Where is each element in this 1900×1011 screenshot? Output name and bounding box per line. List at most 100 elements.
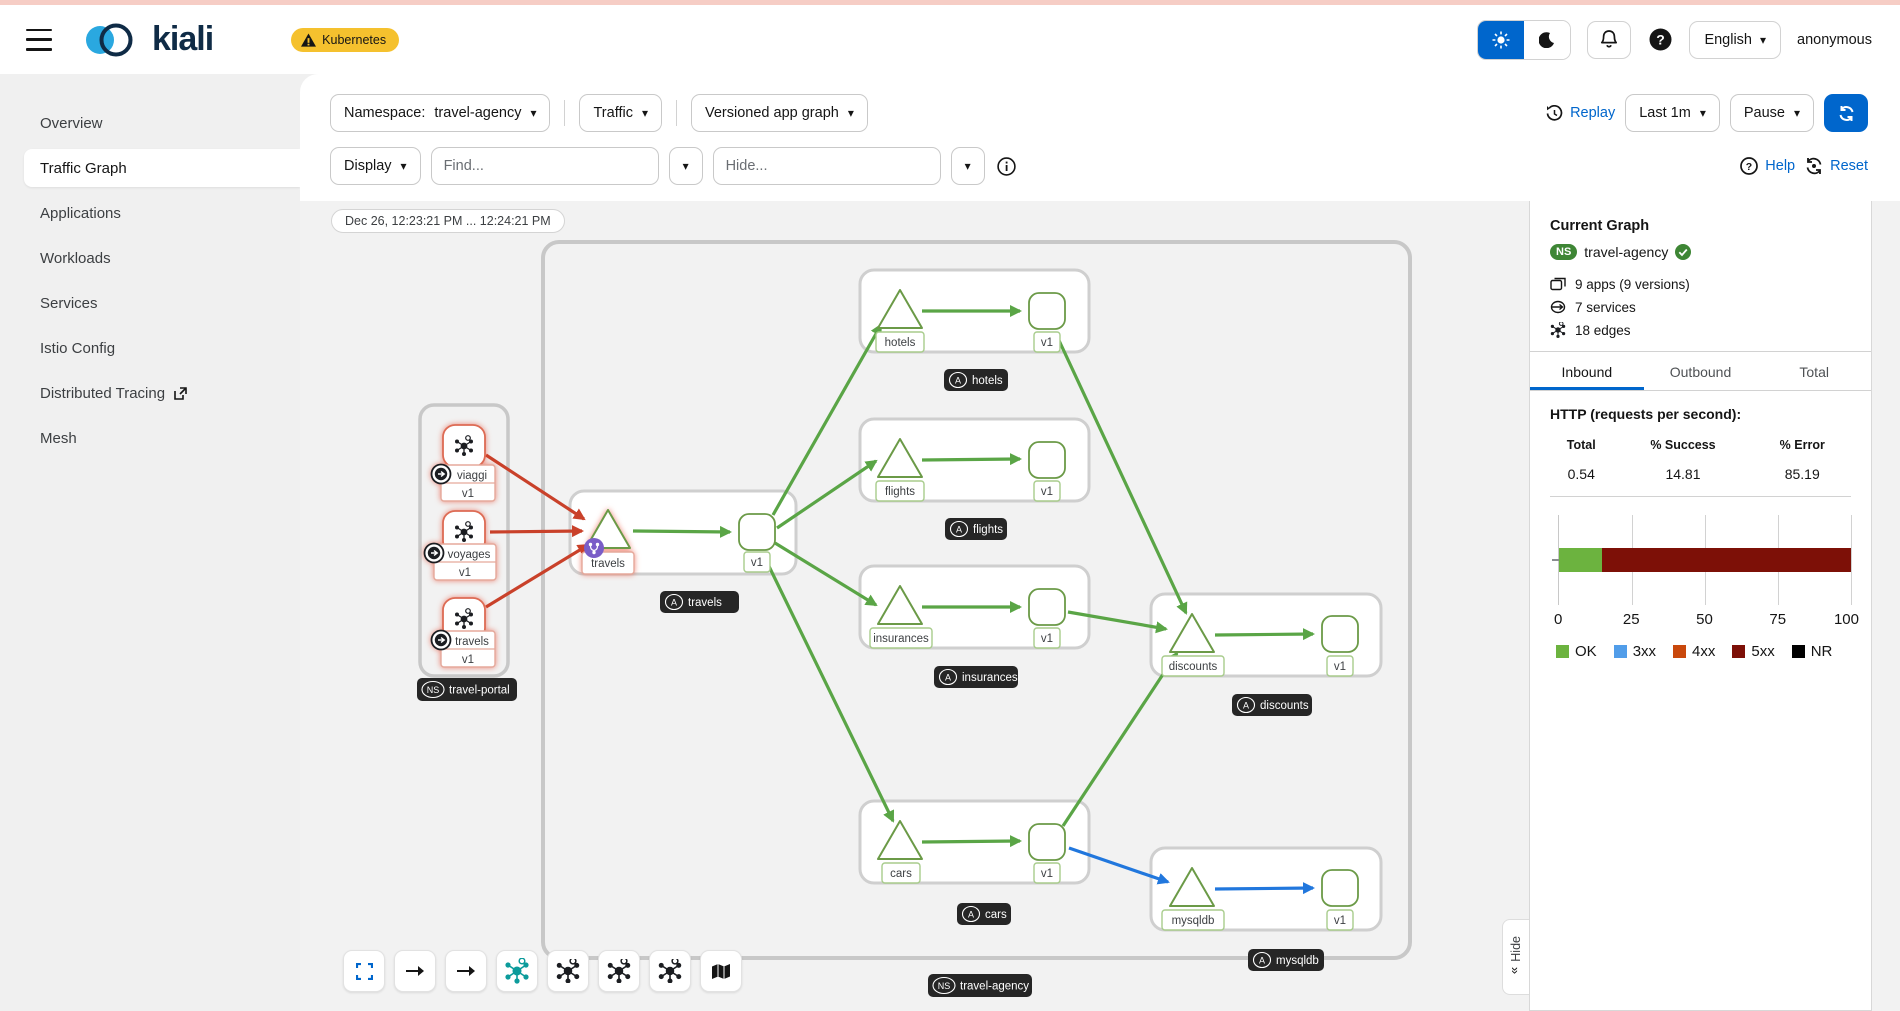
edge-travels-flights[interactable] (776, 459, 878, 530)
divider (564, 100, 566, 126)
sidebar-item-workloads[interactable]: Workloads (0, 239, 300, 277)
node-viaggi[interactable]: viaggi v1 (430, 424, 496, 502)
edge-travels-portal-travels[interactable] (485, 543, 590, 609)
sun-icon (1492, 31, 1510, 48)
notifications-button[interactable] (1587, 20, 1632, 59)
node-voyages[interactable]: voyages v1 (423, 510, 497, 581)
node-insurances-service[interactable]: insurances (869, 585, 933, 649)
node-discounts-service[interactable]: discounts (1161, 613, 1225, 677)
replay-button[interactable]: Replay (1546, 104, 1615, 122)
svg-text:A: A (956, 525, 962, 535)
edge-mysqldb-svc-v1[interactable] (1214, 882, 1315, 895)
edge-cars-mysqldb[interactable] (1068, 846, 1170, 885)
edge-travels-hotels[interactable] (771, 323, 883, 516)
about-button[interactable]: ? (1647, 27, 1673, 53)
edge-insurances-discounts[interactable] (1067, 610, 1168, 634)
hide-panel-tab[interactable]: Hide » (1502, 919, 1529, 995)
refresh-button[interactable] (1824, 94, 1868, 132)
edge-travels-insurances[interactable] (774, 541, 878, 607)
svg-text:voyages: voyages (448, 549, 491, 561)
layout-arrow-button-2[interactable] (445, 950, 487, 992)
namespace-box-travel-agency[interactable] (541, 240, 1412, 960)
node-flights-service[interactable]: flights (875, 438, 925, 502)
minimap-button[interactable] (700, 950, 742, 992)
node-travels-v1[interactable]: v1 (738, 513, 776, 573)
edge-voyages-travels[interactable] (489, 525, 584, 538)
chart-plot-area (1552, 515, 1852, 605)
layout-graph-button-3[interactable] (598, 950, 640, 992)
help-button[interactable]: ? Help (1740, 157, 1795, 175)
sidebar-item-traffic-graph[interactable]: Traffic Graph (24, 149, 300, 187)
svg-text:travels: travels (688, 597, 722, 609)
network-graph-icon (505, 958, 529, 984)
find-input[interactable] (430, 147, 659, 185)
svg-text:v1: v1 (1041, 486, 1053, 498)
edge-cars-svc-v1[interactable] (921, 835, 1022, 848)
sidebar-item-applications[interactable]: Applications (0, 194, 300, 232)
time-range-dropdown[interactable]: Last 1m (1625, 94, 1720, 132)
caret-down-icon (1794, 105, 1800, 121)
node-travels-service[interactable]: travels (581, 509, 635, 575)
language-selector[interactable]: English (1689, 20, 1782, 59)
node-discounts-v1[interactable]: v1 (1321, 615, 1359, 677)
edge-travels-cars[interactable] (761, 553, 895, 823)
node-mysqldb-v1[interactable]: v1 (1321, 869, 1359, 931)
legend-swatch-nr (1791, 645, 1805, 658)
legend-label-4xx: 4xx (1692, 643, 1716, 660)
info-icon[interactable] (996, 156, 1016, 176)
legend-label-nr: NR (1810, 643, 1833, 660)
hide-input[interactable] (712, 147, 941, 185)
edge-hotels-discounts[interactable] (1054, 333, 1188, 615)
stat-edges: 18 edges (1550, 322, 1851, 338)
node-travels-portal[interactable]: travels v1 (430, 597, 496, 668)
node-cars-v1[interactable]: v1 (1028, 823, 1066, 884)
edge-discounts-svc-v1[interactable] (1214, 628, 1315, 641)
traffic-dropdown[interactable]: Traffic (579, 94, 662, 132)
layout-arrow-button-1[interactable] (394, 950, 436, 992)
node-insurances-v1[interactable]: v1 (1028, 588, 1066, 649)
panel-namespace[interactable]: travel-agency (1584, 244, 1669, 260)
sidebar-item-overview[interactable]: Overview (0, 104, 300, 142)
find-options-button[interactable] (668, 147, 703, 185)
sidebar-item-istio-config[interactable]: Istio Config (0, 329, 300, 367)
node-cars-service[interactable]: cars (877, 820, 923, 884)
root-badge-icon (423, 542, 445, 564)
node-hotels-service[interactable]: hotels (875, 289, 925, 353)
hide-options-button[interactable] (950, 147, 985, 185)
graph-edges[interactable] (485, 305, 1315, 895)
traffic-graph-canvas[interactable]: viaggi v1 voyages v1 travels (300, 201, 1529, 1011)
fit-to-screen-button[interactable] (343, 950, 385, 992)
namespace-box-travel-portal[interactable] (418, 403, 510, 678)
svg-text:v1: v1 (1334, 661, 1346, 673)
reset-icon (1806, 157, 1822, 175)
tab-inbound[interactable]: Inbound (1530, 352, 1644, 390)
node-hotels-v1[interactable]: v1 (1028, 292, 1066, 353)
sidebar-item-services[interactable]: Services (0, 284, 300, 322)
sidebar-item-distributed-tracing[interactable]: Distributed Tracing (0, 374, 300, 412)
edge-travels-svc-v1[interactable] (632, 525, 732, 538)
tab-outbound[interactable]: Outbound (1669, 364, 1732, 380)
layout-graph-button-2[interactable] (547, 950, 589, 992)
graph-type-dropdown[interactable]: Versioned app graph (691, 94, 868, 132)
refresh-interval-dropdown[interactable]: Pause (1729, 94, 1814, 132)
applications-icon (1550, 277, 1566, 291)
reset-button[interactable]: Reset (1805, 157, 1868, 175)
node-flights-v1[interactable]: v1 (1028, 441, 1066, 502)
layout-graph-button-4[interactable] (649, 950, 691, 992)
edge-cars-discounts[interactable] (1061, 651, 1179, 827)
arrow-right-icon (405, 966, 424, 976)
tab-total[interactable]: Total (1799, 364, 1829, 380)
svg-text:flights: flights (885, 486, 915, 498)
node-mysqldb-service[interactable]: mysqldb (1161, 867, 1225, 931)
stat-services-label: 7 services (1575, 299, 1636, 315)
legend-swatch-3xx (1613, 645, 1627, 658)
edge-flights-svc-v1[interactable] (921, 453, 1022, 466)
display-dropdown[interactable]: Display (330, 147, 421, 185)
light-theme-button[interactable] (1478, 20, 1525, 59)
edge-viaggi-travels[interactable] (485, 453, 586, 521)
layout-graph-button-active[interactable] (496, 950, 538, 992)
namespace-dropdown[interactable]: Namespace: travel-agency (330, 94, 551, 132)
dark-theme-button[interactable] (1524, 20, 1571, 59)
hamburger-menu-icon[interactable] (26, 28, 52, 51)
sidebar-item-mesh[interactable]: Mesh (0, 419, 300, 457)
